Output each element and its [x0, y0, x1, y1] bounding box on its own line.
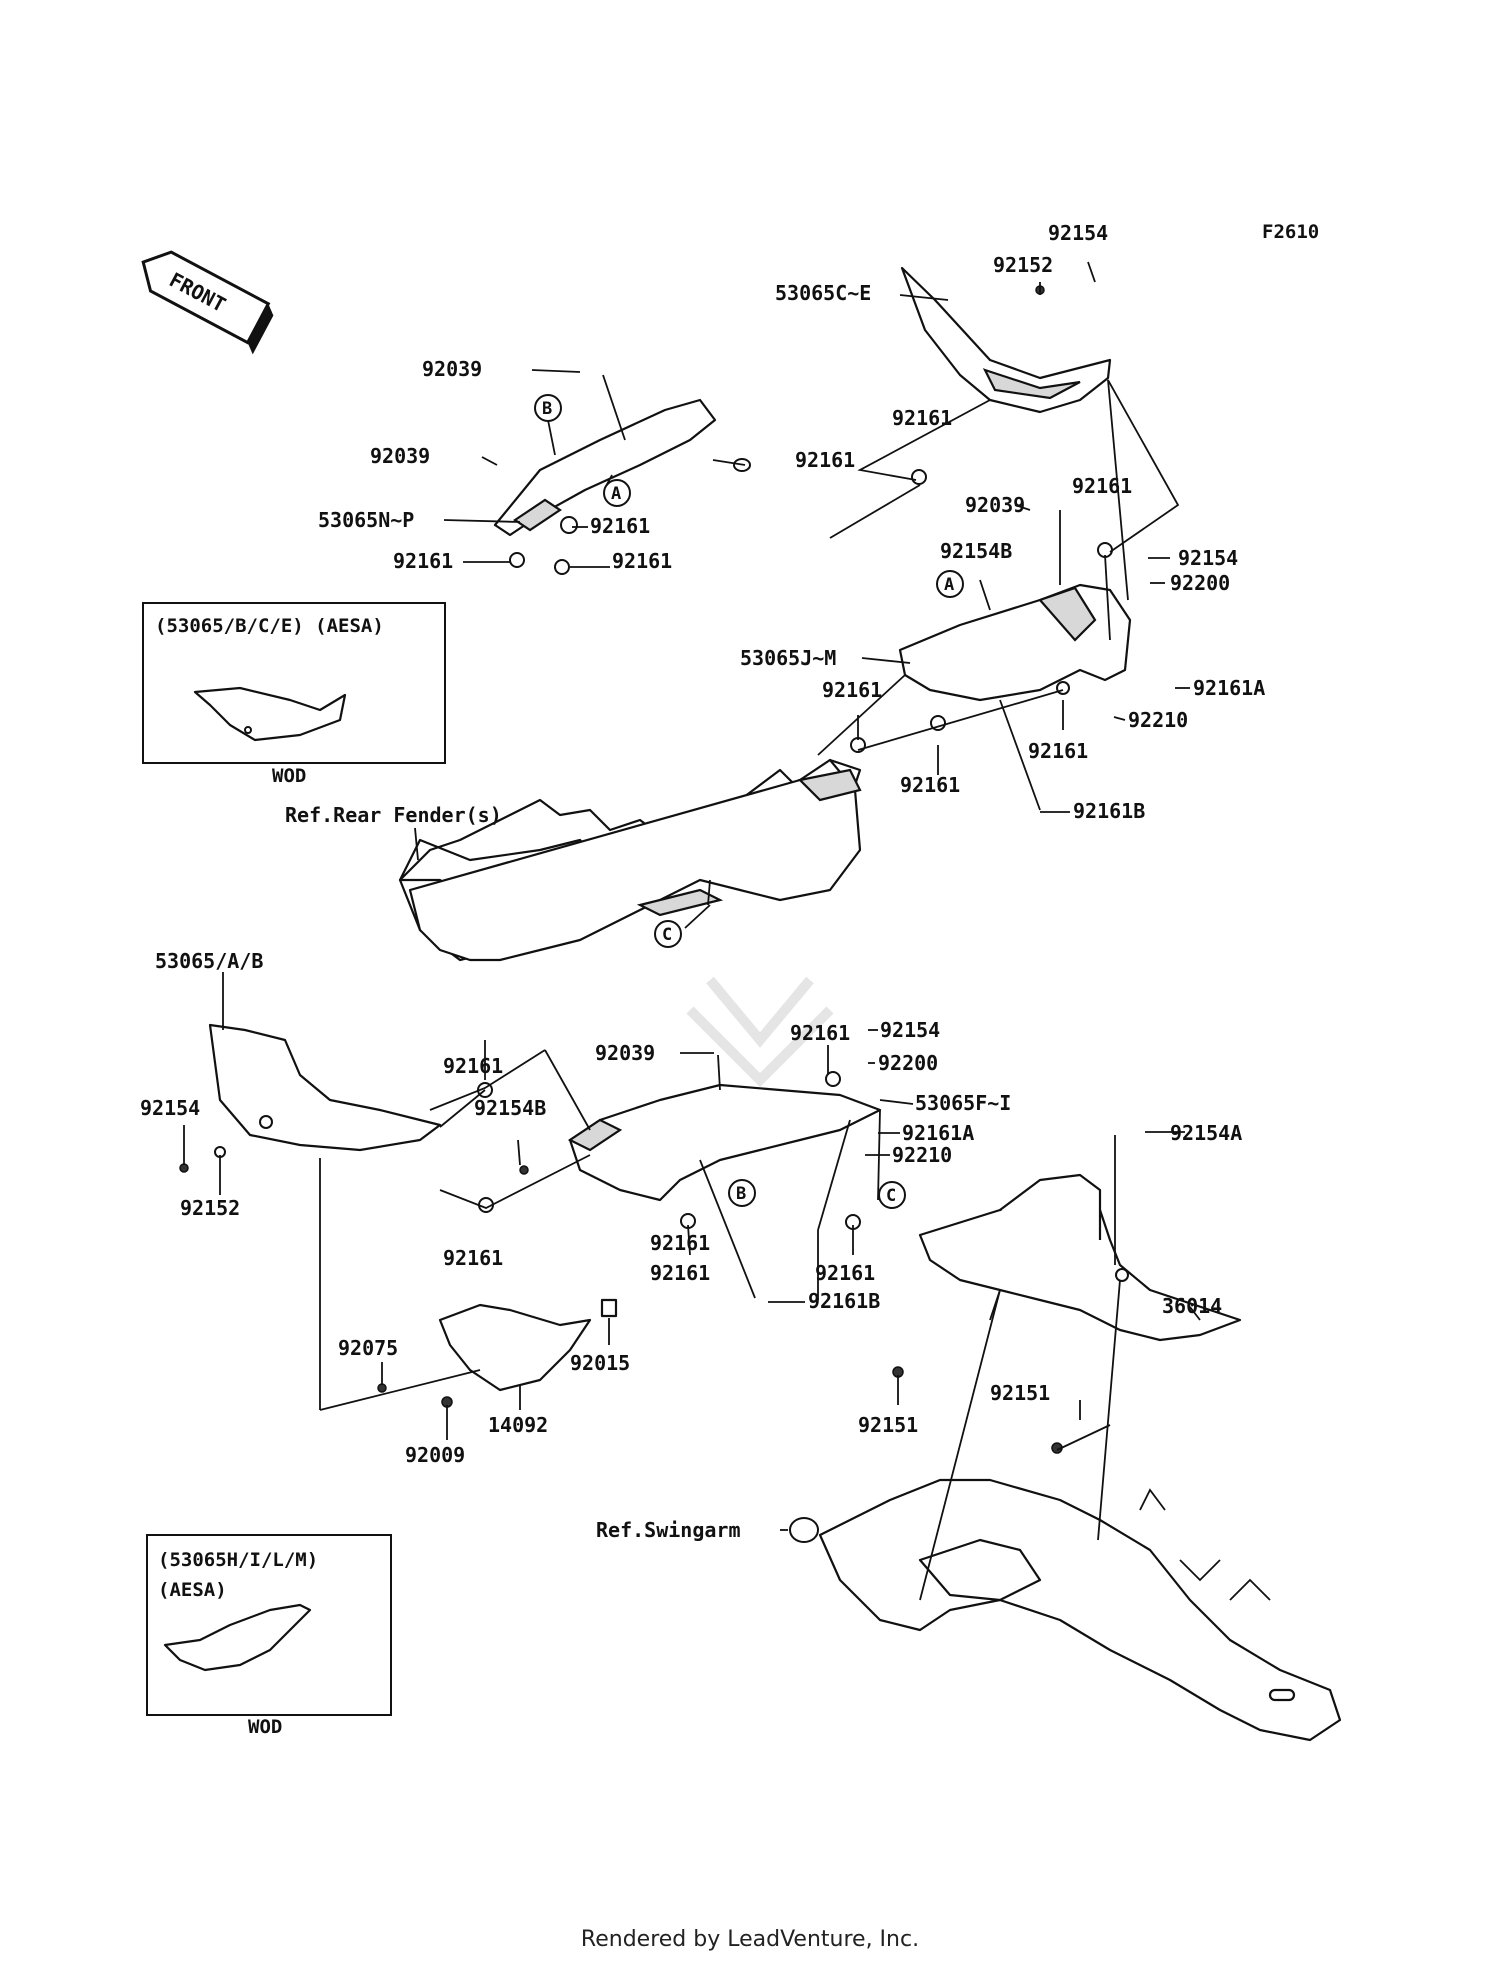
part-label: 92039: [422, 357, 482, 381]
callout-c-lower: C: [878, 1181, 906, 1209]
part-label: 92161: [900, 773, 960, 797]
inset-bottom-title-2: (AESA): [158, 1579, 227, 1601]
svg-text:C: C: [886, 1186, 896, 1206]
inset-top-title: (53065/B/C/E) (AESA): [155, 615, 384, 637]
part-label: 92152: [180, 1196, 240, 1220]
callout-c-fender: C: [654, 920, 682, 948]
part-label: 92210: [1128, 708, 1188, 732]
part-label: 92210: [892, 1143, 952, 1167]
part-label: 92151: [990, 1381, 1050, 1405]
part-label: 92161: [443, 1054, 503, 1078]
part-label: Ref.Swingarm: [596, 1518, 741, 1542]
watermark-logo: [686, 976, 834, 1088]
part-label: 92161: [892, 406, 952, 430]
part-label: 92015: [570, 1351, 630, 1375]
part-label: 92161: [590, 514, 650, 538]
part-label: 92161: [650, 1261, 710, 1285]
part-label: 92161: [1028, 739, 1088, 763]
part-label: 92161: [393, 549, 453, 573]
part-label: 92154: [1048, 221, 1108, 245]
part-label: 92161: [443, 1246, 503, 1270]
part-label: 53065F~I: [915, 1091, 1011, 1115]
footer-credit: Rendered by LeadVenture, Inc.: [581, 1927, 919, 1952]
diagram-code: F2610: [1262, 221, 1319, 243]
rear-cowl-53065j-m: [850, 469, 1132, 753]
svg-text:A: A: [611, 484, 621, 504]
part-label: 92039: [370, 444, 430, 468]
callout-a-upper: A: [603, 479, 631, 507]
inset-bottom-title-1: (53065H/I/L/M): [158, 1549, 318, 1571]
part-label: 92161: [612, 549, 672, 573]
part-label: 92161A: [902, 1121, 974, 1145]
part-label: 92154: [1178, 546, 1238, 570]
part-label: 92154B: [940, 539, 1012, 563]
part-labels: 92154 92152 53065C~E 92039 92161 92039 9…: [140, 221, 1265, 1542]
part-label: 92154: [140, 1096, 200, 1120]
part-label: Ref.Rear Fender(s): [285, 803, 502, 827]
front-arrow-icon: FRONT: [141, 250, 274, 355]
inset-top-caption: WOD: [272, 765, 306, 787]
callout-b-upper: B: [534, 394, 562, 422]
part-label: 53065C~E: [775, 281, 871, 305]
side-cover-53065c-e: [900, 266, 1112, 414]
part-label: 53065J~M: [740, 646, 836, 670]
part-label: 92161B: [1073, 799, 1145, 823]
swingarm-ref: [789, 1478, 1342, 1742]
side-cover-53065-a-b: [179, 1023, 442, 1173]
part-label: 92161: [815, 1261, 875, 1285]
part-label: 92009: [405, 1443, 465, 1467]
part-label: 92161: [1072, 474, 1132, 498]
rear-fender-ref: [398, 758, 862, 962]
tail-cowl-53065n-p: [493, 398, 751, 575]
part-label: 92039: [965, 493, 1025, 517]
part-label: 92154B: [474, 1096, 546, 1120]
part-label: 92154: [880, 1018, 940, 1042]
part-label: 92161: [790, 1021, 850, 1045]
part-label: 53065/A/B: [155, 949, 263, 973]
part-label: 92152: [993, 253, 1053, 277]
part-label: 92154A: [1170, 1121, 1242, 1145]
part-label: 92161: [822, 678, 882, 702]
chain-guard-36014: [892, 1173, 1242, 1454]
svg-text:B: B: [542, 399, 552, 419]
part-label: 92161: [795, 448, 855, 472]
part-label: 36014: [1162, 1294, 1222, 1318]
leader-lines: [183, 261, 1201, 1601]
svg-text:A: A: [944, 575, 954, 595]
part-label: 92151: [858, 1413, 918, 1437]
inset-bottom-caption: WOD: [248, 1716, 282, 1738]
part-label: 92200: [1170, 571, 1230, 595]
part-label: 92161B: [808, 1289, 880, 1313]
part-label: 92200: [878, 1051, 938, 1075]
part-label: 53065N~P: [318, 508, 414, 532]
part-label: 14092: [488, 1413, 548, 1437]
part-label: 92161: [650, 1231, 710, 1255]
cover-14092: [377, 1298, 618, 1408]
inset-bottom: (53065H/I/L/M) (AESA) WOD: [146, 1534, 392, 1738]
part-label: 92039: [595, 1041, 655, 1065]
svg-text:B: B: [736, 1184, 746, 1204]
part-label: 92161A: [1193, 676, 1265, 700]
cover-53065f-i: [477, 1071, 882, 1230]
svg-text:C: C: [662, 925, 672, 945]
callout-a-center: A: [936, 570, 964, 598]
inset-top: (53065/B/C/E) (AESA) WOD: [142, 602, 446, 787]
part-label: 92075: [338, 1336, 398, 1360]
callout-b-lower: B: [728, 1179, 756, 1207]
